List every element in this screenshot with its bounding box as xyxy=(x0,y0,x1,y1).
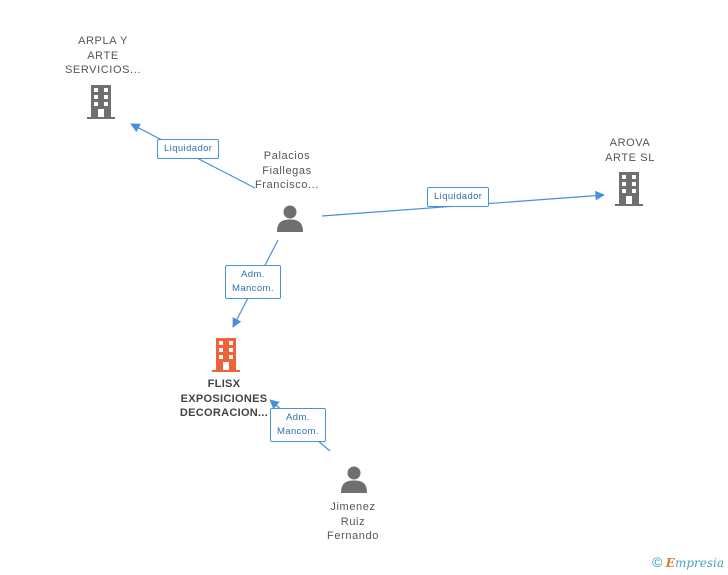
node-label-arpla[interactable]: ARPLA Y ARTE SERVICIOS... xyxy=(64,35,142,76)
node-label-arova[interactable]: AROVA ARTE SL xyxy=(605,137,655,164)
edge-label-jimenez-flisx: Adm. Mancom. xyxy=(270,408,326,442)
node-label-jimenez[interactable]: Jimenez Ruiz Fernando xyxy=(327,501,379,542)
edge-label-palacios-arpla: Liquidador xyxy=(157,139,220,159)
edge-label-palacios-arova: Liquidador xyxy=(427,187,490,207)
copyright-icon: © xyxy=(652,554,663,570)
building-icon-arpla[interactable] xyxy=(85,85,117,119)
person-icon-jimenez[interactable] xyxy=(340,465,368,493)
building-icon-arova[interactable] xyxy=(613,172,645,206)
building-icon-flisx[interactable] xyxy=(210,338,242,372)
footer-brand: © Empresia xyxy=(652,554,724,570)
edge-label-palacios-flisx: Adm. Mancom. xyxy=(225,265,281,299)
node-label-flisx[interactable]: FLISX EXPOSICIONES DECORACION... xyxy=(179,378,269,419)
person-icon-palacios[interactable] xyxy=(276,204,304,232)
node-label-palacios[interactable]: Palacios Fiallegas Francisco... xyxy=(254,150,320,191)
brand-logo: Empresia xyxy=(665,556,724,570)
